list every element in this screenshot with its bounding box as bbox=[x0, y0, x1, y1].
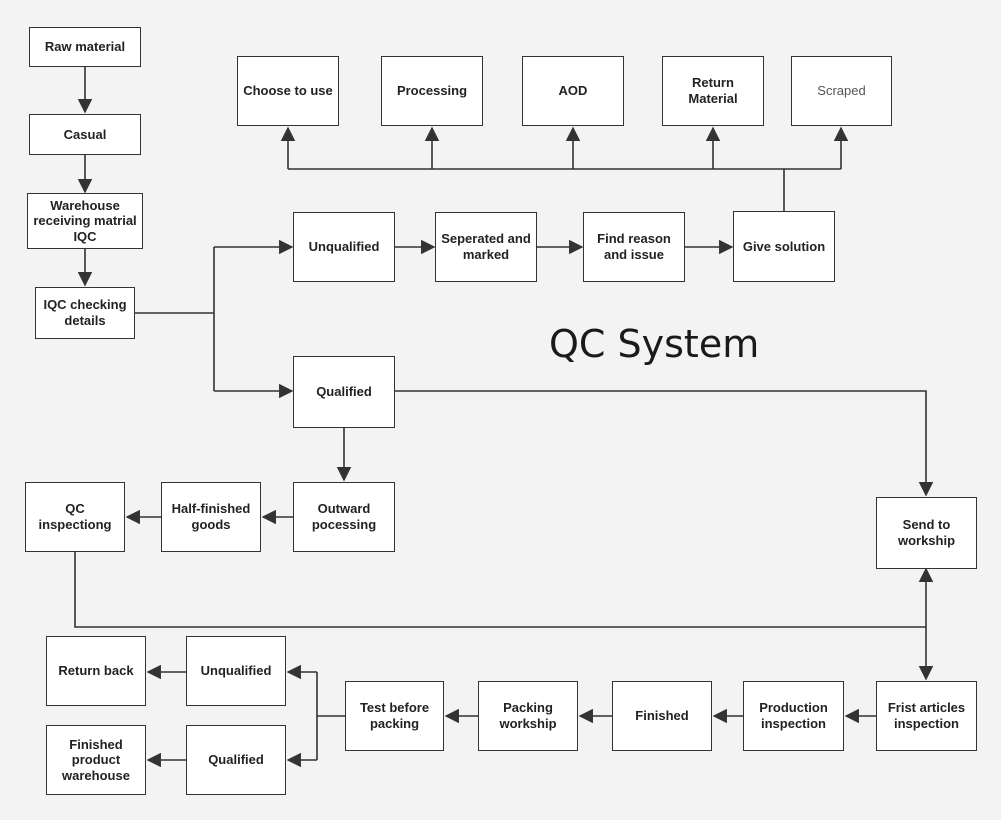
node-test-before-packing: Test before packing bbox=[345, 681, 444, 751]
node-return-back: Return back bbox=[46, 636, 146, 706]
node-outward-processing: Outward pocessing bbox=[293, 482, 395, 552]
node-qc-inspecting: QC inspectiong bbox=[25, 482, 125, 552]
node-production-inspection: Production inspection bbox=[743, 681, 844, 751]
node-seperated-marked: Seperated and marked bbox=[435, 212, 537, 282]
node-frist-articles: Frist articles inspection bbox=[876, 681, 977, 751]
node-return-material: Return Material bbox=[662, 56, 764, 126]
line-solution-bus bbox=[288, 168, 841, 211]
node-packing-workship: Packing workship bbox=[478, 681, 578, 751]
arrow-qualified-to-workship bbox=[395, 390, 934, 497]
node-finished: Finished bbox=[612, 681, 712, 751]
diagram-title: QC System bbox=[549, 322, 760, 366]
node-qualified-mid: Qualified bbox=[293, 356, 395, 428]
line-qc-to-workship bbox=[74, 552, 926, 628]
node-unqualified-bottom: Unqualified bbox=[186, 636, 286, 706]
node-warehouse-receiving: Warehouse receiving matrial IQC bbox=[27, 193, 143, 249]
node-give-solution: Give solution bbox=[733, 211, 835, 282]
node-finished-warehouse: Finished product warehouse bbox=[46, 725, 146, 795]
node-unqualified-top: Unqualified bbox=[293, 212, 395, 282]
node-raw-material: Raw material bbox=[29, 27, 141, 67]
line-iqc-branch bbox=[135, 247, 215, 391]
node-aod: AOD bbox=[522, 56, 624, 126]
node-scraped: Scraped bbox=[791, 56, 892, 126]
node-find-reason: Find reason and issue bbox=[583, 212, 685, 282]
line-test-branch bbox=[316, 672, 345, 760]
node-iqc-checking: IQC checking details bbox=[35, 287, 135, 339]
node-casual: Casual bbox=[29, 114, 141, 155]
node-send-to-workship: Send to workship bbox=[876, 497, 977, 569]
node-half-finished: Half-finished goods bbox=[161, 482, 261, 552]
node-processing: Processing bbox=[381, 56, 483, 126]
node-choose-to-use: Choose to use bbox=[237, 56, 339, 126]
node-qualified-bottom: Qualified bbox=[186, 725, 286, 795]
